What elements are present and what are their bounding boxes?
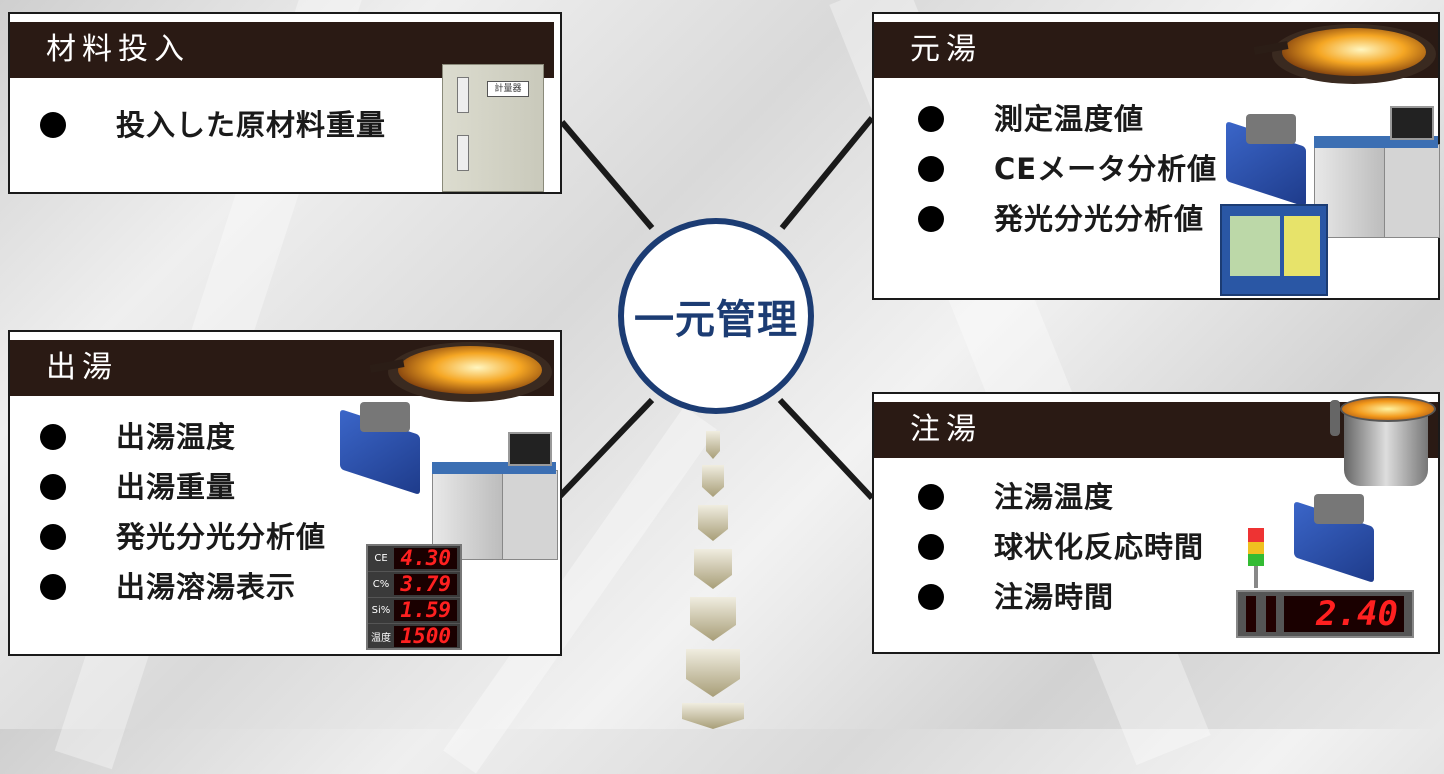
spectrometer-icon [1314, 106, 1440, 248]
list-item: 注湯時間 [918, 572, 1204, 622]
panel-base-melt: 元湯 測定温度値 CEメータ分析値 発光分光分析値 [872, 12, 1440, 300]
timer-value: 2.40 [1284, 596, 1404, 632]
ce-meter-icon [1226, 114, 1318, 214]
panel-title: 元湯 [910, 32, 982, 67]
list-item: 投入した原材料重量 [40, 100, 386, 150]
panel-material-input: 材料投入 投入した原材料重量 計量器 [8, 12, 562, 194]
display-row: Si%1.59 [368, 598, 460, 624]
material-item-list: 投入した原材料重量 [40, 100, 386, 150]
bullet-icon [40, 112, 66, 138]
bucket-ladle-icon [1330, 388, 1438, 488]
connector-pouring [777, 397, 875, 501]
ce-meter-icon [340, 402, 432, 502]
ladle-icon [369, 342, 552, 402]
bullet-icon [918, 484, 944, 510]
list-item: 測定温度値 [918, 94, 1217, 144]
list-item: 発光分光分析値 [918, 194, 1217, 244]
bullet-icon [40, 424, 66, 450]
base-melt-item-list: 測定温度値 CEメータ分析値 発光分光分析値 [918, 94, 1217, 244]
bullet-icon [918, 534, 944, 560]
connector-base-melt [779, 116, 875, 230]
connector-material [559, 120, 655, 230]
list-item: 出湯重量 [40, 462, 326, 512]
pouring-item-list: 注湯温度 球状化反応時間 注湯時間 [918, 472, 1204, 622]
down-arrow-chevrons-icon [682, 431, 744, 729]
connector-tapping [557, 397, 655, 499]
bullet-icon [40, 524, 66, 550]
tapping-item-list: 出湯温度 出湯重量 発光分光分析値 出湯溶湯表示 [40, 412, 326, 612]
list-item: 発光分光分析値 [40, 512, 326, 562]
signal-tower-icon [1248, 528, 1264, 588]
bullet-icon [40, 474, 66, 500]
ladle-icon [1253, 24, 1436, 84]
spectrometer-icon [432, 432, 558, 562]
device-label: 計量器 [487, 81, 529, 97]
panel-title: 材料投入 [46, 32, 190, 67]
ce-meter-icon [1294, 494, 1386, 584]
display-row: C%3.79 [368, 572, 460, 598]
central-management-circle: 一元管理 [618, 218, 814, 414]
bullet-icon [40, 574, 66, 600]
pouring-timer-display: 2.40 [1236, 590, 1414, 638]
list-item: 球状化反応時間 [918, 522, 1204, 572]
panel-title: 注湯 [910, 412, 982, 447]
list-item: 出湯温度 [40, 412, 326, 462]
bullet-icon [918, 584, 944, 610]
panel-pouring: 注湯 注湯温度 球状化反応時間 注湯時間 2.40 [872, 392, 1440, 654]
list-item: 注湯温度 [918, 472, 1204, 522]
central-management-label: 一元管理 [634, 297, 798, 343]
analysis-screen-icon [1220, 204, 1328, 296]
panel-title: 出湯 [46, 350, 118, 385]
bullet-icon [918, 156, 944, 182]
list-item: CEメータ分析値 [918, 144, 1217, 194]
control-box-icon: 計量器 [442, 64, 544, 192]
connector-lines [557, 116, 875, 501]
bullet-icon [918, 106, 944, 132]
list-item: 出湯溶湯表示 [40, 562, 326, 612]
bullet-icon [918, 206, 944, 232]
